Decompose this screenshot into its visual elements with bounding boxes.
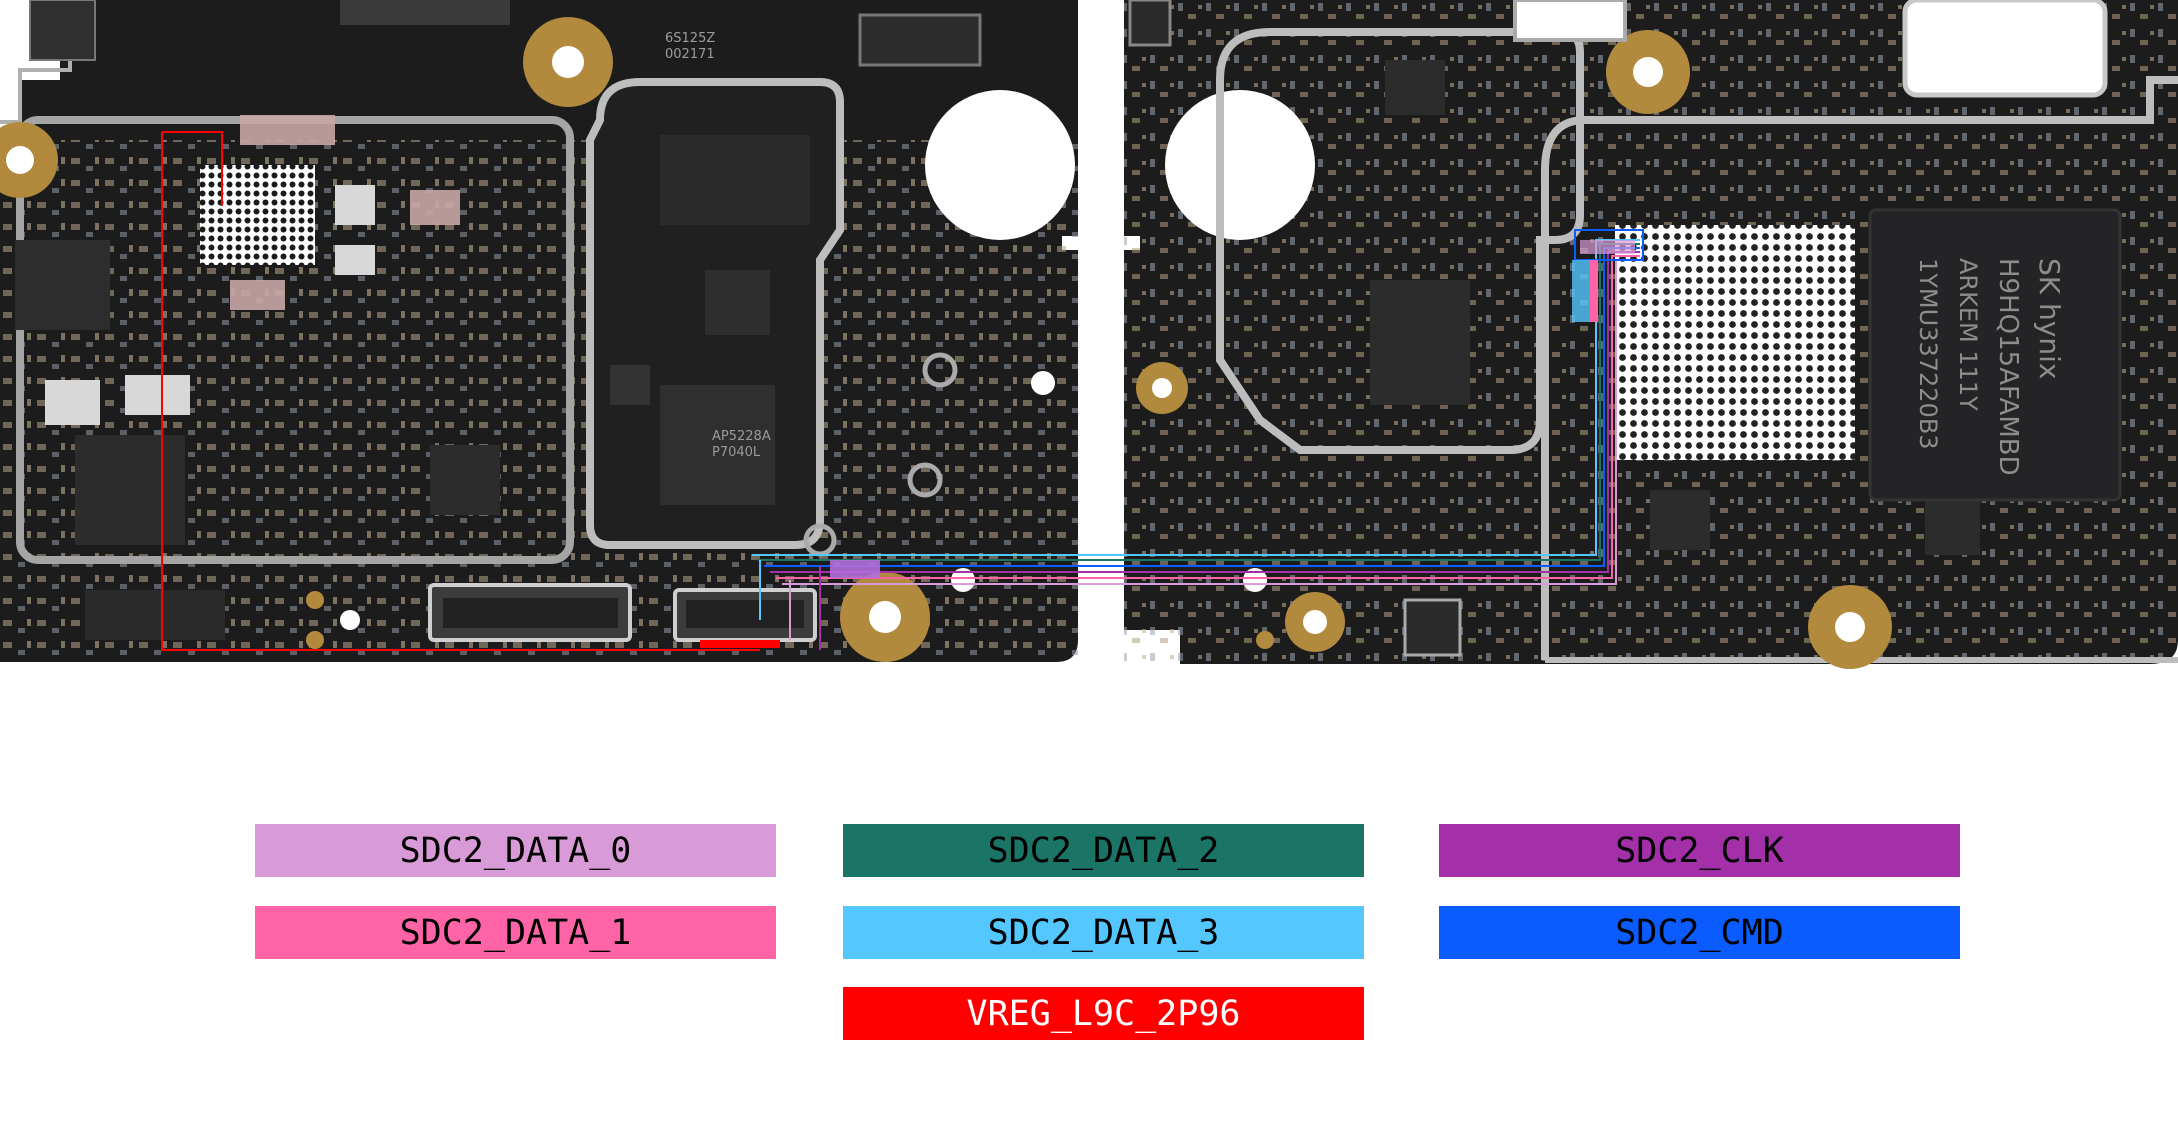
legend-item-sdc2-cmd: SDC2_CMD bbox=[1439, 906, 1960, 959]
legend-item-sdc2-data-0: SDC2_DATA_0 bbox=[255, 824, 776, 877]
bga-chip-left bbox=[200, 165, 315, 265]
sdc2-traces bbox=[161, 131, 1644, 651]
legend-label-vreg-l9c-2p96: VREG_L9C_2P96 bbox=[966, 993, 1241, 1034]
board-label-1: 6S125Z bbox=[665, 31, 715, 46]
pcb-svg: AP5228A P7040L 6S125Z 002171 bbox=[0, 0, 2178, 669]
legend-item-sdc2-data-3: SDC2_DATA_3 bbox=[843, 906, 1364, 959]
memory-chip-code-2: 1YMU337220B3 bbox=[1914, 258, 1942, 450]
legend-item-sdc2-data-1: SDC2_DATA_1 bbox=[255, 906, 776, 959]
pcb-diagram: AP5228A P7040L 6S125Z 002171 bbox=[0, 0, 2178, 669]
legend-label-sdc2-clk: SDC2_CLK bbox=[1615, 830, 1784, 871]
legend-label-sdc2-cmd: SDC2_CMD bbox=[1615, 912, 1784, 953]
legend-label-sdc2-data-3: SDC2_DATA_3 bbox=[987, 912, 1220, 953]
left-board: AP5228A P7040L 6S125Z 002171 bbox=[0, 0, 1078, 662]
legend-label-sdc2-data-0: SDC2_DATA_0 bbox=[399, 830, 632, 871]
legend-item-vreg-l9c-2p96: VREG_L9C_2P96 bbox=[843, 987, 1364, 1040]
legend-label-sdc2-data-1: SDC2_DATA_1 bbox=[399, 912, 632, 953]
legend-item-sdc2-clk: SDC2_CLK bbox=[1439, 824, 1960, 877]
memory-chip bbox=[1868, 208, 2122, 502]
memory-chip-code-1: ARKEM 111Y bbox=[1954, 258, 1982, 411]
right-board: SK hynix H9HQ15AFAMBD ARKEM 111Y 1YMU337… bbox=[1124, 0, 2178, 669]
memory-chip-part: H9HQ15AFAMBD bbox=[1993, 258, 2023, 476]
memory-chip-brand: SK hynix bbox=[2033, 258, 2066, 379]
rf-chip-label-2: P7040L bbox=[712, 445, 761, 460]
legend-item-sdc2-data-2: SDC2_DATA_2 bbox=[843, 824, 1364, 877]
bga-chip-right bbox=[1615, 225, 1855, 460]
board-label-2: 002171 bbox=[665, 47, 715, 62]
rf-chip-label-1: AP5228A bbox=[712, 429, 771, 444]
legend-label-sdc2-data-2: SDC2_DATA_2 bbox=[987, 830, 1220, 871]
